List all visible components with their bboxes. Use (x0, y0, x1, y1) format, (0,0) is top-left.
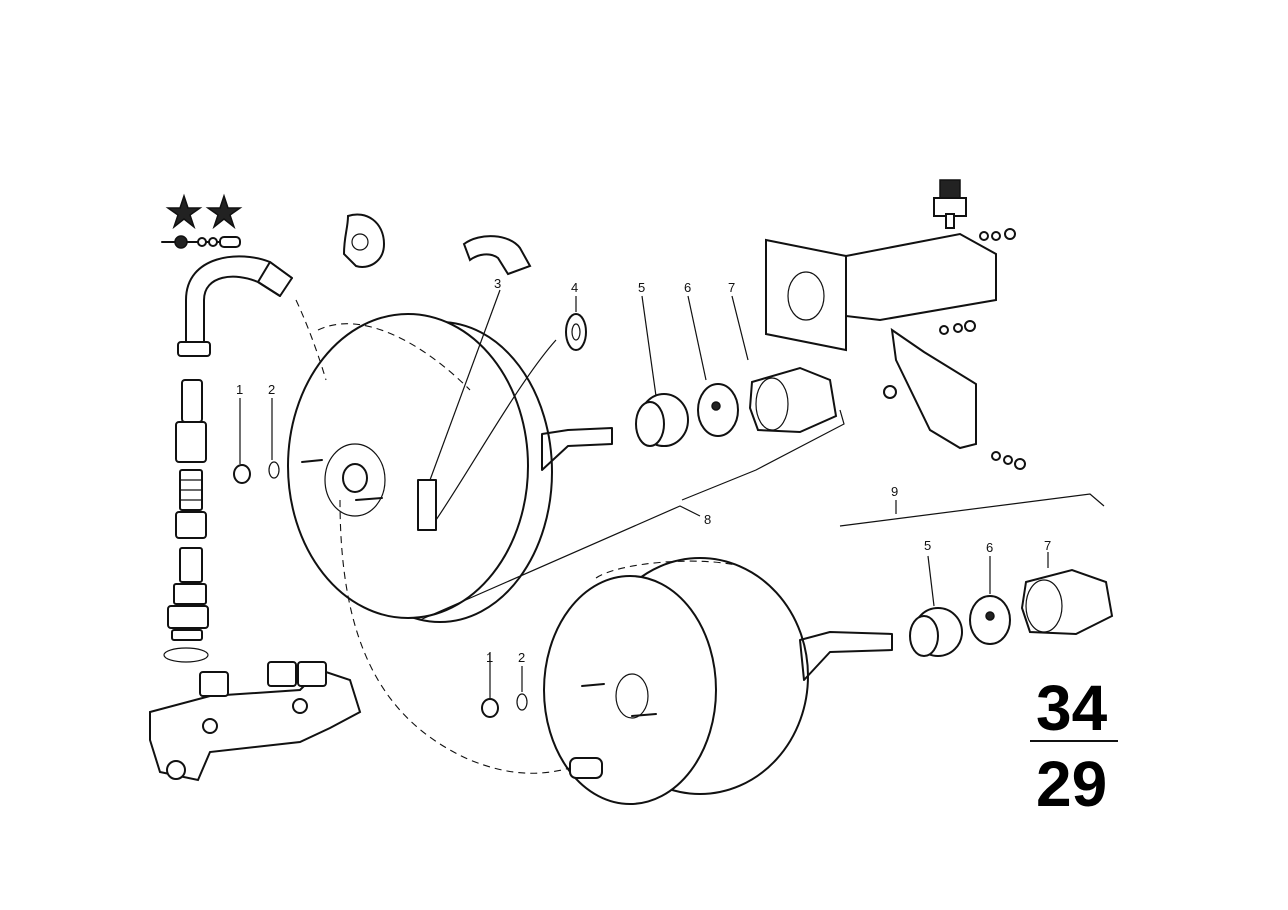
callout-8: 8 (704, 512, 711, 527)
callout-2-lower: 2 (518, 650, 525, 665)
stop-light-switch (933, 179, 967, 229)
callouts-upper: 3 4 5 6 7 1 2 8 (236, 276, 735, 527)
boot-7-upper (748, 366, 838, 434)
group-number-top: 34 (1036, 672, 1108, 744)
callouts-lower: 9 5 6 7 1 2 (486, 484, 1051, 665)
hose-clamp (177, 341, 211, 357)
filter-5-upper (635, 393, 689, 447)
master-cylinder (149, 661, 362, 782)
vacuum-elbow-hose (462, 235, 532, 276)
pedal-bracket (765, 232, 997, 450)
callout-3: 3 (494, 276, 501, 291)
callout-9: 9 (891, 484, 898, 499)
nut-1-lower (481, 698, 499, 718)
nuts-washers-upper (939, 228, 1026, 470)
star-symbol-1 (165, 193, 203, 230)
callout-1: 1 (236, 382, 243, 397)
filter-5-lower (909, 607, 963, 657)
vacuum-hose (185, 255, 293, 353)
washer-2-lower (516, 693, 528, 711)
damper-6-upper (697, 383, 739, 437)
brake-booster-upper (287, 313, 613, 623)
callout-2: 2 (268, 382, 275, 397)
washer-2-upper (268, 461, 280, 479)
star-symbol-2 (205, 193, 243, 230)
callout-5-lower: 5 (924, 538, 931, 553)
washer-4 (565, 313, 587, 351)
callout-6: 6 (684, 280, 691, 295)
damper-6-lower (969, 595, 1011, 645)
group-number: 34 29 (1030, 672, 1118, 820)
nut-1-upper (233, 464, 251, 484)
boot-7-lower (1020, 568, 1114, 636)
callout-5: 5 (638, 280, 645, 295)
callout-1-lower: 1 (486, 650, 493, 665)
check-valve-assembly (163, 379, 209, 663)
hose-bracket (342, 213, 386, 268)
callout-6-lower: 6 (986, 540, 993, 555)
callout-7: 7 (728, 280, 735, 295)
callout-7-lower: 7 (1044, 538, 1051, 553)
group-number-bottom: 29 (1036, 748, 1107, 820)
callout-4: 4 (571, 280, 578, 295)
check-valve-icon (161, 235, 241, 249)
brake-booster-lower (543, 557, 893, 805)
leader-lines (239, 289, 1105, 774)
